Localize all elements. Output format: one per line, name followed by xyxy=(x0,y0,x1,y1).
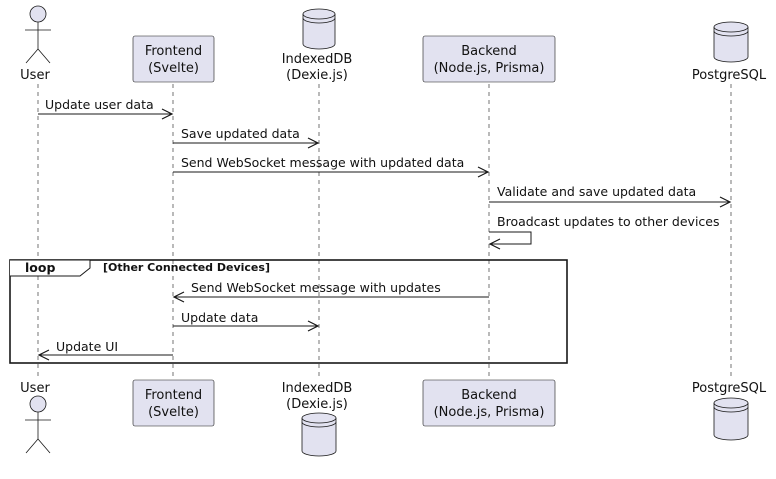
message-update-user-data: Update user data xyxy=(38,97,174,120)
message-send-websocket-updated-data: Send WebSocket message with updated data xyxy=(173,155,490,178)
actor-icon xyxy=(25,395,51,454)
participant-backend-top: Backend (Node.js, Prisma) xyxy=(422,35,556,83)
participant-label-line2: (Svelte) xyxy=(148,61,199,76)
participant-label-line1: Backend xyxy=(461,44,517,59)
participant-label-line2: (Svelte) xyxy=(148,405,199,420)
participant-label-line2: (Dexie.js) xyxy=(286,68,348,83)
message-label: Broadcast updates to other devices xyxy=(497,214,720,229)
participant-indexeddb-top: IndexedDB (Dexie.js) xyxy=(282,8,353,83)
message-label: Validate and save updated data xyxy=(497,184,696,199)
loop-tab xyxy=(10,259,91,277)
participant-label: User xyxy=(20,68,50,83)
participant-box xyxy=(422,35,556,83)
message-update-ui: Update UI xyxy=(37,339,173,361)
participant-label: PostgreSQL xyxy=(692,381,767,396)
participant-frontend-top: Frontend (Svelte) xyxy=(132,35,215,83)
loop-fragment: loop [Other Connected Devices] xyxy=(9,259,568,364)
participant-label-line1: Backend xyxy=(461,388,517,403)
participant-backend-bottom: Backend (Node.js, Prisma) xyxy=(422,379,556,427)
participant-user-bottom: User xyxy=(20,381,51,454)
database-icon xyxy=(713,21,749,63)
participant-label-line2: (Node.js, Prisma) xyxy=(434,405,545,420)
participant-box xyxy=(132,35,215,83)
message-send-websocket-updates: Send WebSocket message with updates xyxy=(172,280,489,303)
participant-label: PostgreSQL xyxy=(692,68,767,83)
loop-condition: [Other Connected Devices] xyxy=(103,261,270,274)
participant-label-line1: Frontend xyxy=(145,44,202,59)
message-validate-and-save: Validate and save updated data xyxy=(489,184,732,208)
message-label: Send WebSocket message with updated data xyxy=(181,155,464,170)
loop-keyword: loop xyxy=(25,260,55,275)
message-save-updated-data: Save updated data xyxy=(173,126,320,149)
participant-box xyxy=(422,379,556,427)
participant-label: User xyxy=(20,381,50,396)
actor-icon xyxy=(25,5,51,64)
database-icon xyxy=(301,412,337,457)
message-update-data: Update data xyxy=(173,310,320,332)
participant-indexeddb-bottom: IndexedDB (Dexie.js) xyxy=(282,381,353,457)
loop-frame xyxy=(9,259,568,364)
message-label: Update user data xyxy=(45,97,154,112)
participant-label-line2: (Dexie.js) xyxy=(286,397,348,412)
participant-frontend-bottom: Frontend (Svelte) xyxy=(132,379,215,427)
participant-box xyxy=(132,379,215,427)
participant-label-line1: Frontend xyxy=(145,388,202,403)
database-icon xyxy=(713,397,749,441)
message-label: Save updated data xyxy=(181,126,300,141)
participant-label-line1: IndexedDB xyxy=(282,52,353,67)
message-label: Update data xyxy=(181,310,258,325)
participant-postgres-top: PostgreSQL xyxy=(692,21,767,83)
message-label: Send WebSocket message with updates xyxy=(191,280,441,295)
participant-label-line2: (Node.js, Prisma) xyxy=(434,61,545,76)
database-icon xyxy=(302,8,336,50)
message-broadcast-updates: Broadcast updates to other devices xyxy=(488,214,720,250)
participant-user-top: User xyxy=(20,5,51,83)
message-label: Update UI xyxy=(56,339,118,354)
participant-label-line1: IndexedDB xyxy=(282,381,353,396)
participant-postgres-bottom: PostgreSQL xyxy=(692,381,767,441)
